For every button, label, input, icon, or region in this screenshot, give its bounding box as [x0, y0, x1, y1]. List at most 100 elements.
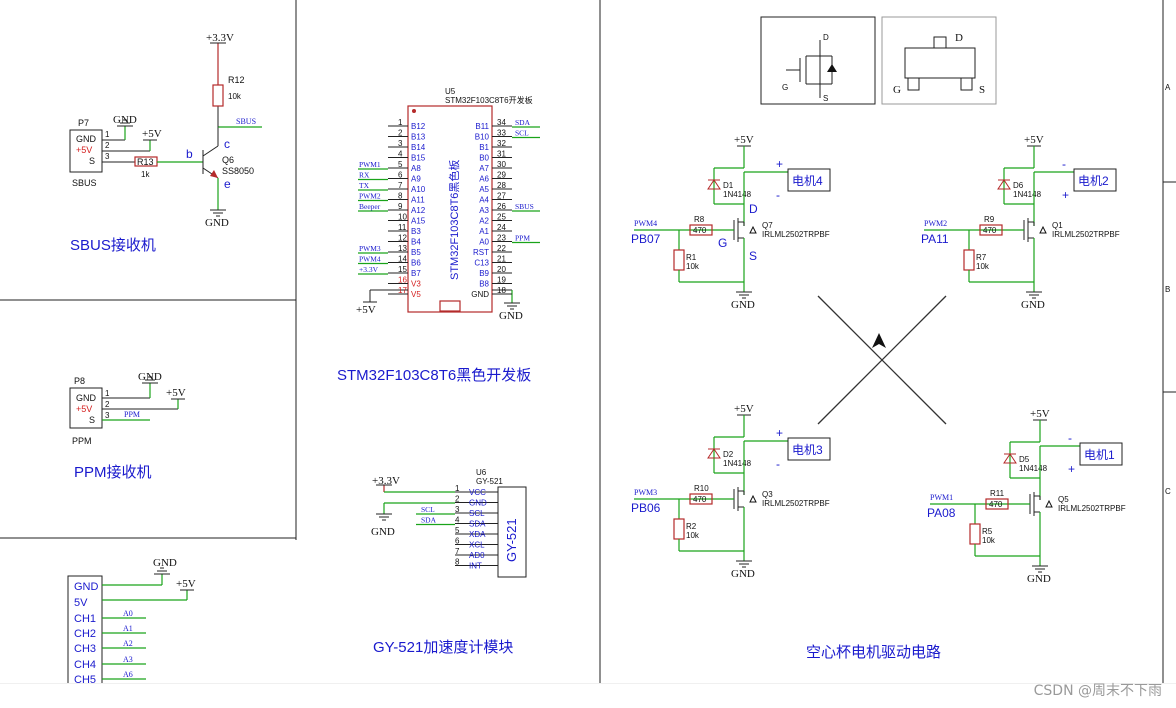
gnd-label: GND [1027, 573, 1051, 585]
vcc-label: +5V [142, 128, 162, 140]
mcu-pin-number: 8 [398, 192, 403, 201]
mcu-pin-label: B14 [411, 143, 426, 152]
gate-resistor [689, 493, 713, 505]
rd-ref: R5 [982, 527, 993, 536]
rd-val: 10k [686, 262, 700, 271]
pwm-net-label: PWM2 [924, 219, 947, 228]
imu-net-label: SCL [421, 505, 435, 514]
frame-row-label: A [1165, 83, 1171, 92]
mcu-pin-number: 30 [497, 160, 506, 169]
mcu-pin-label: A4 [479, 196, 489, 205]
mosfet-val: IRLML2502TRPBF [762, 230, 830, 239]
imu-pin-label: GND [469, 499, 487, 508]
motor-label: 电机3 [792, 443, 823, 457]
rx-pin-label: CH3 [74, 643, 96, 655]
imu-body-label: GY-521 [504, 518, 519, 562]
sbus-pin-num: 1 [105, 130, 110, 139]
gnd-label: GND [113, 114, 137, 126]
mcu-pin-label: A2 [479, 217, 489, 226]
mcu-pin-label: B6 [411, 259, 421, 268]
gnd-label: GND [153, 557, 177, 569]
mcu-pin-label: A11 [411, 196, 425, 205]
mcu-pin-number: 5 [398, 160, 403, 169]
imu-pin-label: AD0 [469, 551, 485, 560]
q6-ref: Q6 [222, 155, 234, 165]
sbus-emitter-label: e [224, 177, 231, 191]
imu-pin-label: VCC [469, 488, 486, 497]
imu-pin-label: XCL [469, 541, 485, 550]
mcu-pin-label: A1 [479, 227, 489, 236]
mcu-pin-label: B12 [411, 122, 426, 131]
rx-net-label: A0 [123, 609, 133, 618]
mcu-pin-number: 7 [398, 181, 403, 190]
mosfet-legend: D G S D G S [760, 16, 997, 105]
motor-label: 电机2 [1078, 174, 1109, 188]
imu-title: GY-521加速度计模块 [373, 639, 513, 656]
pwm-net-label: PWM3 [634, 488, 657, 497]
imu-pin-number: 2 [455, 495, 460, 504]
diode-val: 1N4148 [723, 190, 752, 199]
imu-ref: U6 [476, 468, 487, 477]
frame-row-labels: ABC [1165, 83, 1171, 496]
rx-pin-label: CH2 [74, 628, 96, 640]
mcu-pin-label: A7 [479, 164, 489, 173]
net-sbus: SBUS [236, 117, 256, 126]
motor-polarity: + [776, 426, 783, 440]
ppm-header-ref: P8 [74, 376, 85, 386]
ppm-pin-gnd: GND [76, 393, 97, 403]
mcu-body-label: STM32F103C8T6黑色板 [447, 160, 461, 280]
mcu-pin-number: 26 [497, 202, 506, 211]
mcu-net-label: PWM2 [359, 192, 381, 201]
imu-pin-number: 7 [455, 547, 460, 556]
mcu-net-label: SCL [515, 129, 529, 138]
mcu-pin-number: 22 [497, 244, 506, 253]
mcu-pin-label: V5 [411, 290, 421, 299]
rx-net-label: A3 [123, 655, 133, 664]
diode-icon [707, 448, 721, 459]
r13-val: 1k [141, 170, 150, 179]
mcu-net-label: TX [359, 181, 370, 190]
mcu-net-label: PWM4 [359, 255, 381, 264]
r12-val: 10k [228, 92, 242, 101]
mcu-pin-label: B5 [411, 248, 421, 257]
ppm-title: PPM接收机 [74, 464, 152, 481]
pwm-net-label: PWM4 [634, 219, 657, 228]
diode-icon [997, 179, 1011, 190]
mcu-pin-number: 23 [497, 234, 506, 243]
mcu-pin-label: B9 [479, 269, 489, 278]
mcu-net-label: +3.3V [359, 265, 379, 274]
vcc-label: +5V [734, 134, 754, 146]
vcc-label: +5V [1024, 134, 1044, 146]
imu-section: U6 GY-521 GY-521 +3.3V GND GY-521加速度计模块 … [371, 468, 527, 656]
mcu-pin-number: 16 [398, 276, 407, 285]
legend-pkg-d: D [955, 32, 963, 44]
rx-net-label: A6 [123, 670, 133, 679]
mcu-pin-label: A10 [411, 185, 426, 194]
rg-val: 470 [989, 500, 1003, 509]
rd-val: 10k [686, 531, 700, 540]
legend-pkg-g: G [893, 84, 901, 96]
gnd-label: GND [138, 371, 162, 383]
sbus-title: SBUS接收机 [70, 237, 156, 254]
motor-polarity: - [776, 457, 780, 471]
page-footer [0, 683, 1176, 708]
sbus-header-name: SBUS [72, 178, 97, 188]
body-diode-icon [1045, 499, 1053, 508]
motor-box [1079, 442, 1123, 466]
imu-pin-label: SCL [469, 509, 485, 518]
imu-pin-number: 6 [455, 537, 460, 546]
mcu-section: U5 STM32F103C8T6开发板 STM32F103C8T6黑色板 +5V… [337, 87, 540, 384]
pulldown-resistor [963, 249, 975, 271]
mcu-pin-label: B10 [475, 133, 490, 142]
imu-pin-number: 4 [455, 516, 460, 525]
rx-pin-label: GND [74, 581, 99, 593]
mcu-gnd: GND [499, 310, 523, 322]
gnd-label: GND [731, 299, 755, 311]
mcu-pin-label: B1 [479, 143, 489, 152]
mcu-pin-label: B15 [411, 154, 426, 163]
rd-val: 10k [982, 536, 996, 545]
mosfet-ref: Q5 [1058, 495, 1069, 504]
diode-icon [1003, 453, 1017, 464]
pwm-pin-label: PB06 [631, 501, 661, 515]
